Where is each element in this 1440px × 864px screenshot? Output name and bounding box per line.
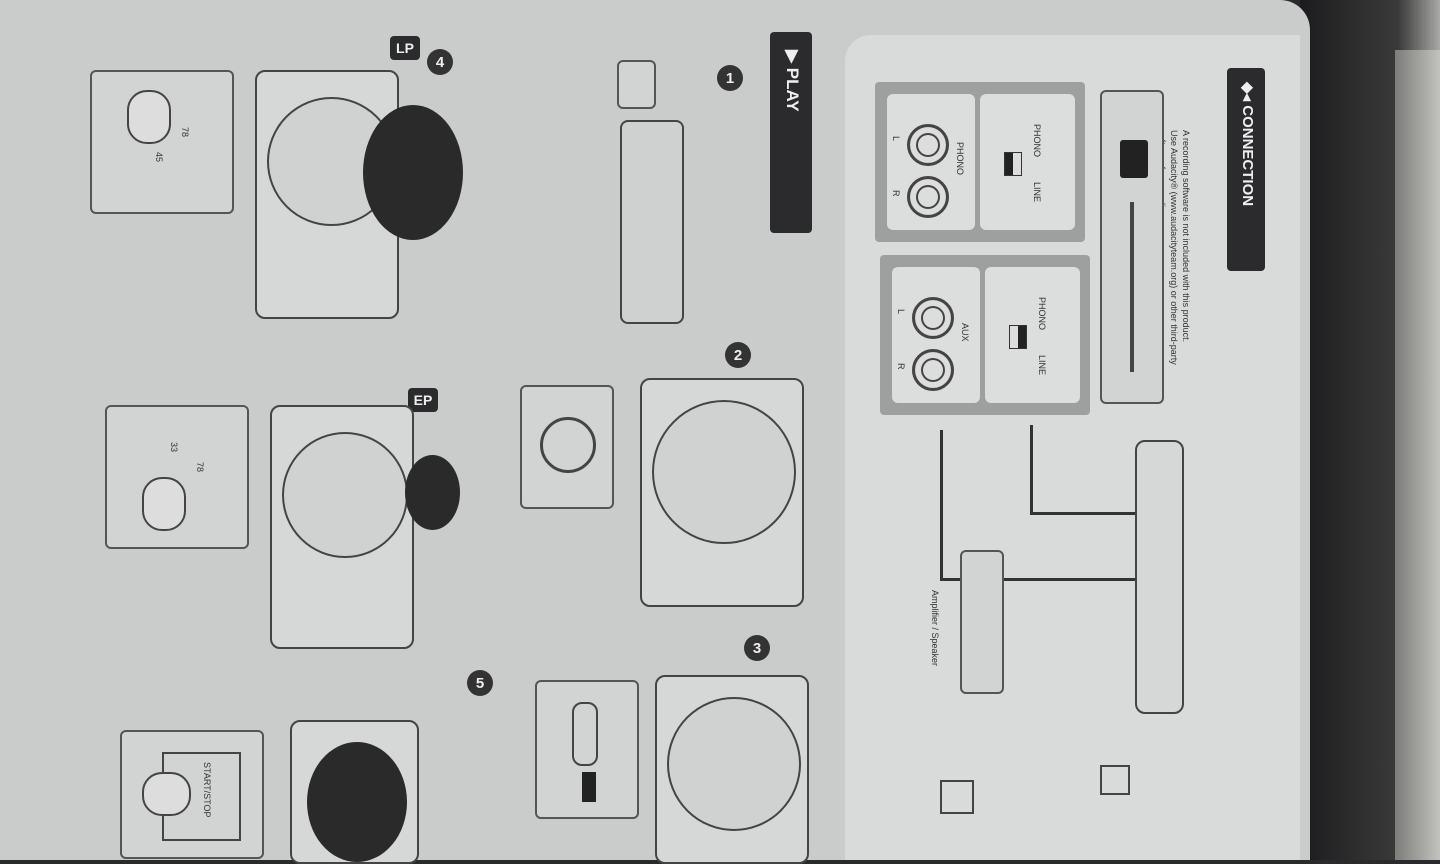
lp-label: LP bbox=[390, 36, 420, 60]
phono-jack-panel: PHONO L R bbox=[887, 94, 975, 230]
play-icon: ▶ bbox=[783, 50, 802, 68]
stylus-illustration bbox=[620, 120, 684, 324]
platter bbox=[282, 432, 408, 558]
laptop-icon bbox=[1120, 140, 1148, 178]
turntable-illustration bbox=[290, 720, 419, 864]
speed-selector-zoom-ep: 33 45 78 bbox=[105, 405, 249, 549]
speed-selector-zoom-lp: 33 45 78 bbox=[90, 70, 234, 214]
connection-icon: ◆◂ bbox=[1239, 82, 1256, 106]
platter bbox=[652, 400, 796, 544]
jack-left bbox=[912, 297, 954, 339]
step-number-1: 1 bbox=[717, 65, 743, 91]
tonearm-rest-zoom bbox=[520, 385, 614, 509]
arrow-icon bbox=[582, 772, 596, 802]
jack-right bbox=[907, 176, 949, 218]
phono-switch-panel: PHONO LINE bbox=[980, 94, 1075, 230]
connection-header: ◆◂ CONNECTION bbox=[1227, 68, 1265, 271]
jack-right bbox=[912, 349, 954, 391]
aux-jack-panel: AUX L R bbox=[892, 267, 980, 403]
platter bbox=[667, 697, 801, 831]
turntable-illustration bbox=[640, 378, 804, 607]
step-number-5: 5 bbox=[467, 670, 493, 696]
stylus-cover bbox=[617, 60, 656, 109]
ep-record bbox=[405, 455, 460, 530]
power-outlet-icon bbox=[1100, 765, 1130, 795]
step-number-2: 2 bbox=[725, 342, 751, 368]
turntable-lid bbox=[1395, 50, 1440, 860]
cable-line bbox=[1030, 425, 1033, 515]
lp-record bbox=[363, 105, 463, 240]
phono-line-switch bbox=[1004, 152, 1022, 176]
turntable-illustration bbox=[270, 405, 414, 649]
finger-icon bbox=[127, 90, 171, 144]
turntable-illustration bbox=[655, 675, 809, 864]
phono-panel-frame: PHONO LINE PHONO L R bbox=[875, 82, 1085, 242]
amplifier-speaker-icon bbox=[960, 550, 1004, 694]
cable-line bbox=[940, 430, 943, 580]
cable-line bbox=[940, 578, 1140, 581]
jack-left bbox=[907, 124, 949, 166]
cue-lever-zoom bbox=[535, 680, 639, 819]
finger-icon bbox=[142, 772, 191, 816]
start-stop-zoom: START/STOP bbox=[120, 730, 264, 859]
phono-line-switch bbox=[1009, 325, 1027, 349]
finger-icon bbox=[142, 477, 186, 531]
record bbox=[307, 742, 407, 862]
ep-label: EP bbox=[408, 388, 438, 412]
step-number-3: 3 bbox=[744, 635, 770, 661]
rotate-arrow-icon bbox=[540, 417, 596, 473]
aux-switch-panel: PHONO LINE bbox=[985, 267, 1080, 403]
computer-box bbox=[1100, 90, 1164, 404]
step-number-4: 4 bbox=[427, 49, 453, 75]
turntable-side-view bbox=[1135, 440, 1184, 714]
power-outlet-icon bbox=[940, 780, 974, 814]
cue-lever-icon bbox=[572, 702, 598, 766]
play-header: ▶ PLAY bbox=[770, 32, 812, 233]
aux-panel-frame: PHONO LINE AUX L R bbox=[880, 255, 1090, 415]
cable-line bbox=[1030, 512, 1140, 515]
usb-cable bbox=[1130, 202, 1134, 372]
